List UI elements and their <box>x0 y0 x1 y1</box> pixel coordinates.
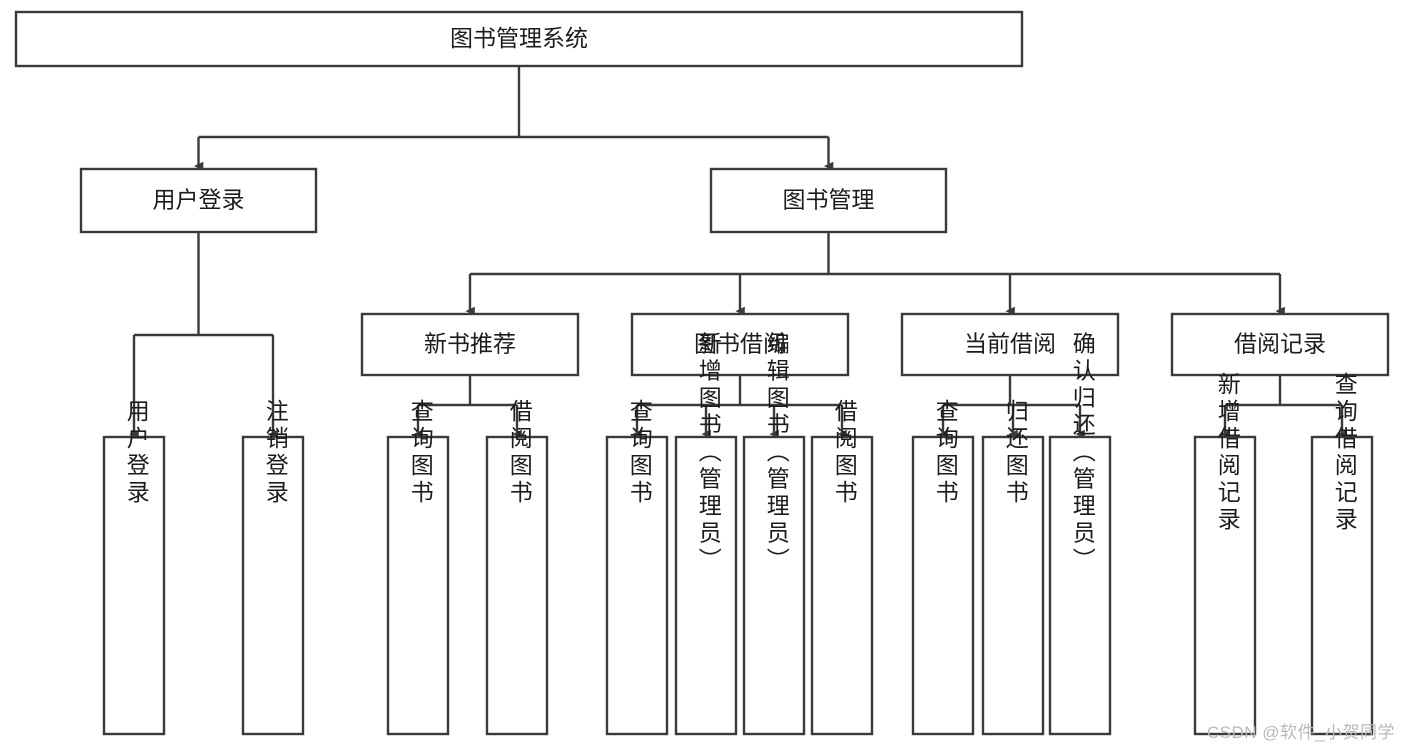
diagram-node-leaf_10[interactable]: 归还图书 <box>981 399 1045 736</box>
node-box <box>79 167 318 234</box>
diagram-node-l3_d[interactable]: 借阅记录 <box>1170 312 1390 377</box>
node-label: 图书管理系统 <box>450 25 588 51</box>
diagram-node-leaf_06[interactable]: 新增图书（管理员） <box>674 332 738 736</box>
node-box <box>630 312 850 377</box>
node-box <box>102 435 166 736</box>
node-label: 新书推荐 <box>424 331 516 357</box>
diagram-node-l3_a[interactable]: 新书推荐 <box>360 312 580 377</box>
node-box <box>742 435 806 736</box>
node-label: 借阅图书 <box>831 399 858 507</box>
diagram-node-leaf_13[interactable]: 查询借阅记录 <box>1310 372 1374 736</box>
node-label: 归还图书 <box>1002 399 1029 507</box>
node-box <box>1048 435 1112 736</box>
node-box <box>709 167 948 234</box>
node-box <box>981 435 1045 736</box>
edge-layer <box>129 66 1347 439</box>
node-label: 图书借阅 <box>694 331 786 357</box>
node-box <box>900 312 1120 377</box>
node-box <box>1193 435 1257 736</box>
diagram-node-leaf_08[interactable]: 借阅图书 <box>810 399 874 736</box>
node-label: 借阅图书 <box>506 399 533 507</box>
diagram-node-leaf_01[interactable]: 用户登录 <box>102 399 166 736</box>
node-box <box>386 435 450 736</box>
diagram-node-root[interactable]: 图书管理系统 <box>14 10 1024 68</box>
node-box <box>14 10 1024 68</box>
node-label: 注销登录 <box>262 399 289 507</box>
node-label: 查询图书 <box>626 399 653 507</box>
node-label: 查询借阅记录 <box>1331 372 1358 534</box>
node-box <box>674 435 738 736</box>
node-label: 借阅记录 <box>1234 331 1326 357</box>
diagram-node-leaf_09[interactable]: 查询图书 <box>911 399 975 736</box>
node-label: 用户登录 <box>153 187 245 213</box>
node-label: 新增借阅记录 <box>1214 372 1241 534</box>
node-box <box>1310 435 1374 736</box>
node-box <box>605 435 669 736</box>
node-label: 确认归还（管理员） <box>1069 332 1096 575</box>
diagram-node-leaf_05[interactable]: 查询图书 <box>605 399 669 736</box>
diagram-node-leaf_03[interactable]: 查询图书 <box>386 399 450 736</box>
node-label: 当前借阅 <box>964 331 1056 357</box>
node-box <box>911 435 975 736</box>
diagram-node-l2_b[interactable]: 图书管理 <box>709 167 948 234</box>
diagram-node-l3_c[interactable]: 当前借阅 <box>900 312 1120 377</box>
diagram-node-leaf_04[interactable]: 借阅图书 <box>485 399 549 736</box>
node-box <box>1170 312 1390 377</box>
node-layer: 图书管理系统用户登录图书管理新书推荐图书借阅当前借阅借阅记录用户登录注销登录查询… <box>14 10 1390 736</box>
diagram-node-leaf_12[interactable]: 新增借阅记录 <box>1193 372 1257 736</box>
watermark-label: CSDN @软件_小贺同学 <box>1206 723 1395 742</box>
node-label: 查询图书 <box>932 399 959 507</box>
node-label: 用户登录 <box>123 399 150 507</box>
node-label: 查询图书 <box>407 399 434 507</box>
node-label: 编辑图书（管理员） <box>763 332 790 575</box>
node-label: 新增图书（管理员） <box>695 332 722 575</box>
diagram-node-l2_a[interactable]: 用户登录 <box>79 167 318 234</box>
diagram-node-l3_b[interactable]: 图书借阅 <box>630 312 850 377</box>
node-box <box>241 435 305 736</box>
diagram-node-leaf_07[interactable]: 编辑图书（管理员） <box>742 332 806 736</box>
node-box <box>360 312 580 377</box>
diagram-node-leaf_11[interactable]: 确认归还（管理员） <box>1048 332 1112 736</box>
node-box <box>485 435 549 736</box>
diagram-node-leaf_02[interactable]: 注销登录 <box>241 399 305 736</box>
node-box <box>810 435 874 736</box>
node-label: 图书管理 <box>783 187 875 213</box>
